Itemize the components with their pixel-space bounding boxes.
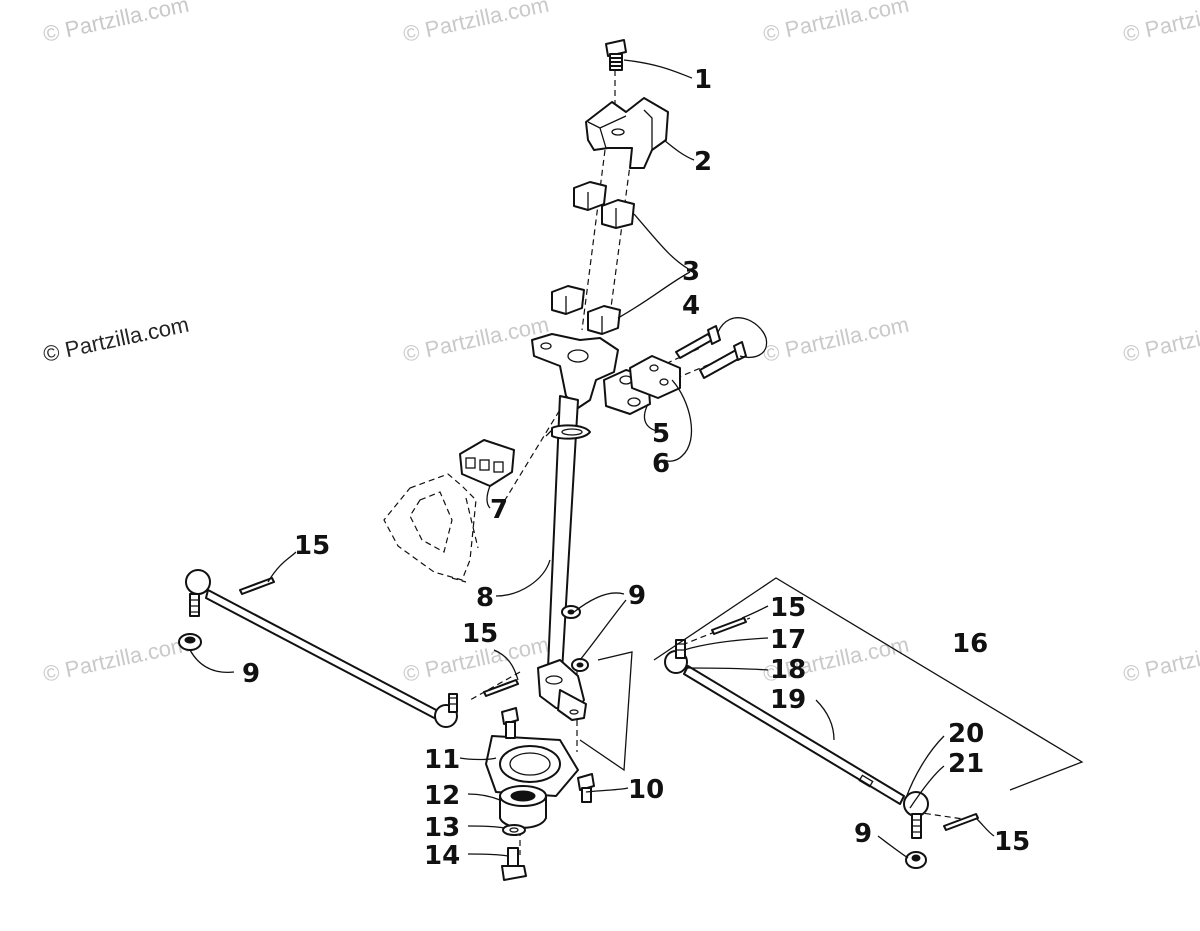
part-10-bolts — [501, 707, 595, 803]
part-4-studs — [675, 325, 747, 379]
callout-4: 4 — [682, 291, 700, 321]
callout-15-right-upper: 15 — [770, 593, 806, 623]
callout-17: 17 — [770, 625, 806, 655]
watermark: © Partzilla.com — [761, 0, 911, 47]
callout-15-column: 15 — [462, 619, 498, 649]
callout-16: 16 — [952, 629, 988, 659]
part-2-bracket — [585, 97, 669, 169]
watermarks: © Partzilla.com © Partzilla.com © Partzi… — [41, 0, 1200, 687]
callout-10: 10 — [628, 775, 664, 805]
callout-3: 3 — [682, 257, 700, 287]
callout-7: 7 — [490, 495, 508, 525]
part-6-plate — [629, 355, 681, 399]
callout-12: 12 — [424, 781, 460, 811]
callout-5: 5 — [652, 419, 670, 449]
callout-11: 11 — [424, 745, 460, 775]
watermark: © Partzilla.com — [401, 312, 551, 367]
callout-9-right: 9 — [854, 819, 872, 849]
watermark: © Partzilla.com — [1121, 312, 1200, 367]
watermark: © Partzilla.com — [41, 0, 191, 47]
callout-15-top-left: 15 — [294, 531, 330, 561]
leader-lines — [189, 59, 995, 859]
part-3-clamp-blocks — [551, 181, 635, 335]
copyright-credit: © Partzilla.com — [41, 312, 191, 367]
callout-21: 21 — [948, 749, 984, 779]
part-14-bolt — [501, 847, 527, 881]
callout-14: 14 — [424, 841, 460, 871]
callout-8: 8 — [476, 583, 494, 613]
callout-15-right-lower: 15 — [994, 827, 1030, 857]
callout-13: 13 — [424, 813, 460, 843]
centerlines — [469, 70, 971, 855]
part-8-steering-shaft — [537, 395, 591, 721]
group-bracket-16 — [653, 577, 1084, 791]
callout-1: 1 — [694, 65, 712, 95]
watermark: © Partzilla.com — [1121, 0, 1200, 47]
callout-9-left: 9 — [242, 659, 260, 689]
callout-2: 2 — [694, 147, 712, 177]
watermark: © Partzilla.com — [761, 312, 911, 367]
part-1-bolt — [605, 39, 627, 71]
part-11-flange — [485, 735, 579, 797]
watermark: © Partzilla.com — [1121, 632, 1200, 687]
part-7-bearing-block — [459, 439, 515, 487]
callout-6: 6 — [652, 449, 670, 479]
mounting-bracket-outline — [383, 473, 479, 583]
watermark: © Partzilla.com — [41, 632, 191, 687]
callout-19: 19 — [770, 685, 806, 715]
group-bracket-9 — [579, 651, 633, 772]
right-tie-rod — [664, 617, 979, 869]
column-upper-housing — [531, 333, 619, 409]
callout-9-column: 9 — [628, 581, 646, 611]
part-13-washer — [502, 824, 526, 836]
callout-20: 20 — [948, 719, 984, 749]
part-12-bushing — [499, 785, 547, 829]
watermark: © Partzilla.com — [401, 0, 551, 47]
part-9-nuts-column — [561, 605, 589, 672]
callout-18: 18 — [770, 655, 806, 685]
callout-numbers: 1 2 3 4 5 6 7 8 9 9 9 10 11 12 13 14 15 … — [242, 65, 1030, 871]
left-tie-rod — [178, 569, 519, 728]
